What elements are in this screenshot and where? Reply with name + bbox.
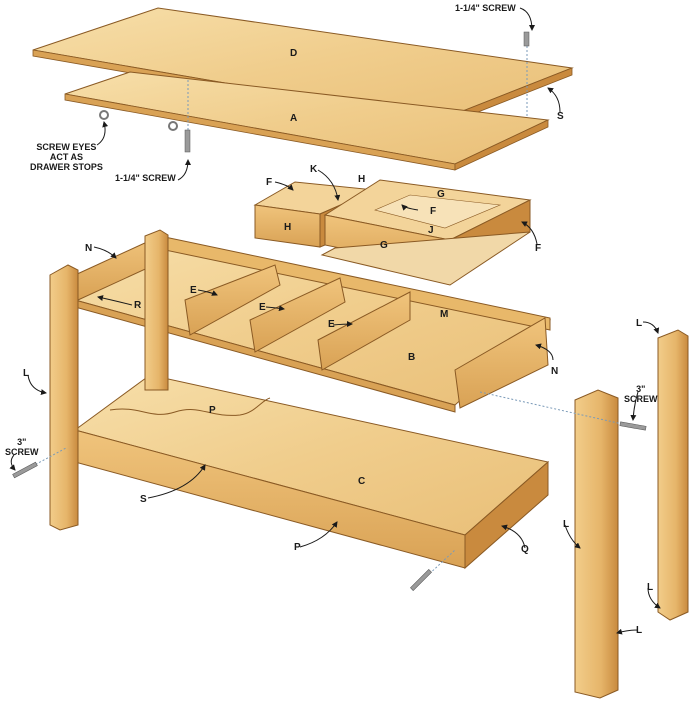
screw-3in-bottom <box>410 569 432 591</box>
label-part-n-right: N <box>551 366 559 377</box>
note-screw-3in-left: 3" SCREW <box>5 437 39 457</box>
label-part-q: Q <box>521 544 529 555</box>
label-part-l-rear-top: L <box>636 318 643 329</box>
label-part-b: B <box>408 352 416 363</box>
label-part-g-front: G <box>380 240 388 251</box>
divider-e-1 <box>184 264 281 336</box>
label-part-k: K <box>310 164 318 175</box>
note-screw-3in-right-line1: 3" <box>636 384 646 394</box>
label-part-e-3: E <box>328 319 335 330</box>
subtop-panel-a <box>64 38 550 171</box>
screw-top-left <box>184 129 191 153</box>
label-part-f-right: F <box>535 243 542 254</box>
label-part-g-back: G <box>437 189 445 200</box>
lower-shelf-assembly <box>73 374 550 570</box>
label-part-p-cutout: P <box>209 405 216 416</box>
note-screw-3in-left-line1: 3" <box>17 437 27 447</box>
label-part-j: J <box>428 225 434 236</box>
note-screw-3in-right-line2: SCREW <box>624 394 658 404</box>
label-part-l-front-leg: L <box>563 519 570 530</box>
leg-right-rear <box>657 329 689 621</box>
upper-shelf-assembly <box>73 235 552 413</box>
note-screw-eyes-line3: DRAWER STOPS <box>30 162 103 172</box>
screw-eye-icons <box>99 110 178 131</box>
divider-e-3 <box>317 291 411 371</box>
label-part-h-back: H <box>358 174 366 185</box>
screw-3in-right <box>619 421 647 431</box>
screw-top-right <box>523 31 530 47</box>
label-part-l-rear-leg-bottom: L <box>647 582 654 593</box>
label-part-a: A <box>290 113 298 124</box>
leader-lines <box>9 7 661 635</box>
screw-3in-left <box>12 461 38 479</box>
label-part-r: R <box>134 300 142 311</box>
note-screw-eyes-line2: ACT AS <box>49 152 83 162</box>
label-part-s-bottom: S <box>140 494 147 505</box>
label-part-l-left: L <box>23 368 30 379</box>
label-part-l-front-leg-side: L <box>636 625 643 636</box>
label-part-f-inner: F <box>430 206 437 217</box>
label-part-n-left: N <box>85 243 93 254</box>
label-part-d: D <box>290 48 298 59</box>
label-part-h-front: H <box>284 222 292 233</box>
note-screw-eyes: SCREW EYES ACT AS DRAWER STOPS <box>30 142 103 172</box>
label-part-s-top: S <box>557 111 564 122</box>
label-part-p-front: P <box>294 542 301 553</box>
drawer-bottom-panel <box>320 231 531 286</box>
label-part-e-1: E <box>190 285 197 296</box>
leg-left-rear <box>144 229 169 391</box>
label-part-m: M <box>440 309 449 320</box>
note-screw-eyes-line1: SCREW EYES <box>36 142 97 152</box>
label-part-c: C <box>358 476 366 487</box>
label-part-f-left: F <box>266 177 273 188</box>
divider-e-2 <box>249 277 346 353</box>
note-screw-3in-left-line2: SCREW <box>5 447 39 457</box>
label-part-e-2: E <box>259 302 266 313</box>
leg-right-front <box>574 389 619 699</box>
note-screw-top-left: 1-1/4" SCREW <box>115 173 176 183</box>
note-screw-top-right: 1-1/4" SCREW <box>455 3 516 13</box>
leg-left-front <box>49 264 79 531</box>
note-screw-3in-right: 3" SCREW <box>624 384 658 404</box>
